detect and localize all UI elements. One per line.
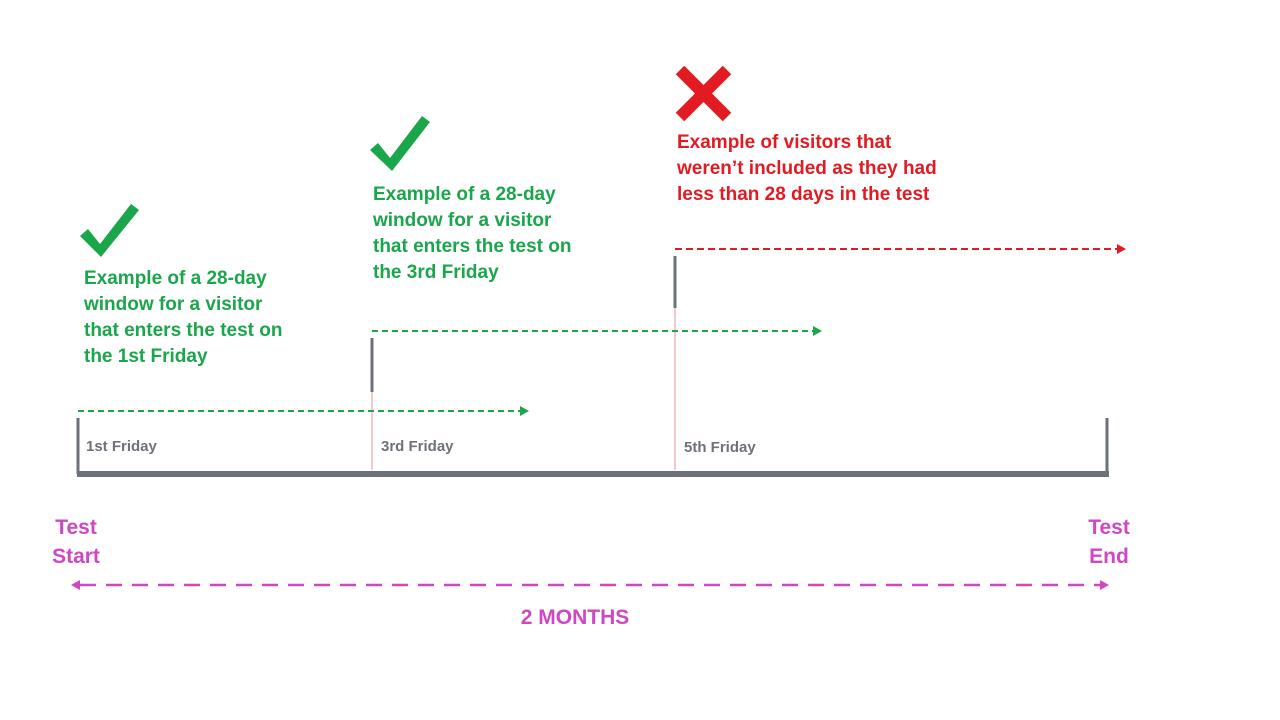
test-start-label: Test Start: [52, 516, 100, 568]
check-icon: [370, 116, 430, 171]
check-icon: [80, 204, 139, 257]
cross-icon: [675, 65, 732, 122]
annotation-1st-friday: Example of a 28-day window for a visitor…: [84, 268, 283, 367]
window-arrow-3rd-head: [813, 326, 822, 336]
duration-arrow-right-head: [1100, 580, 1109, 590]
excluded-arrow-head: [1117, 244, 1126, 254]
annotation-3rd-friday: Example of a 28-day window for a visitor…: [373, 184, 572, 283]
duration-label: 2 MONTHS: [520, 606, 630, 629]
duration-arrow-left-head: [71, 580, 80, 590]
annotation-excluded: Example of visitors that weren’t include…: [677, 132, 937, 205]
friday-label-5th: 5th Friday: [684, 439, 756, 456]
friday-label-1st: 1st Friday: [86, 438, 157, 455]
window-arrow-1st-head: [520, 406, 529, 416]
test-end-label: Test End: [1088, 516, 1130, 568]
friday-label-3rd: 3rd Friday: [381, 438, 454, 455]
